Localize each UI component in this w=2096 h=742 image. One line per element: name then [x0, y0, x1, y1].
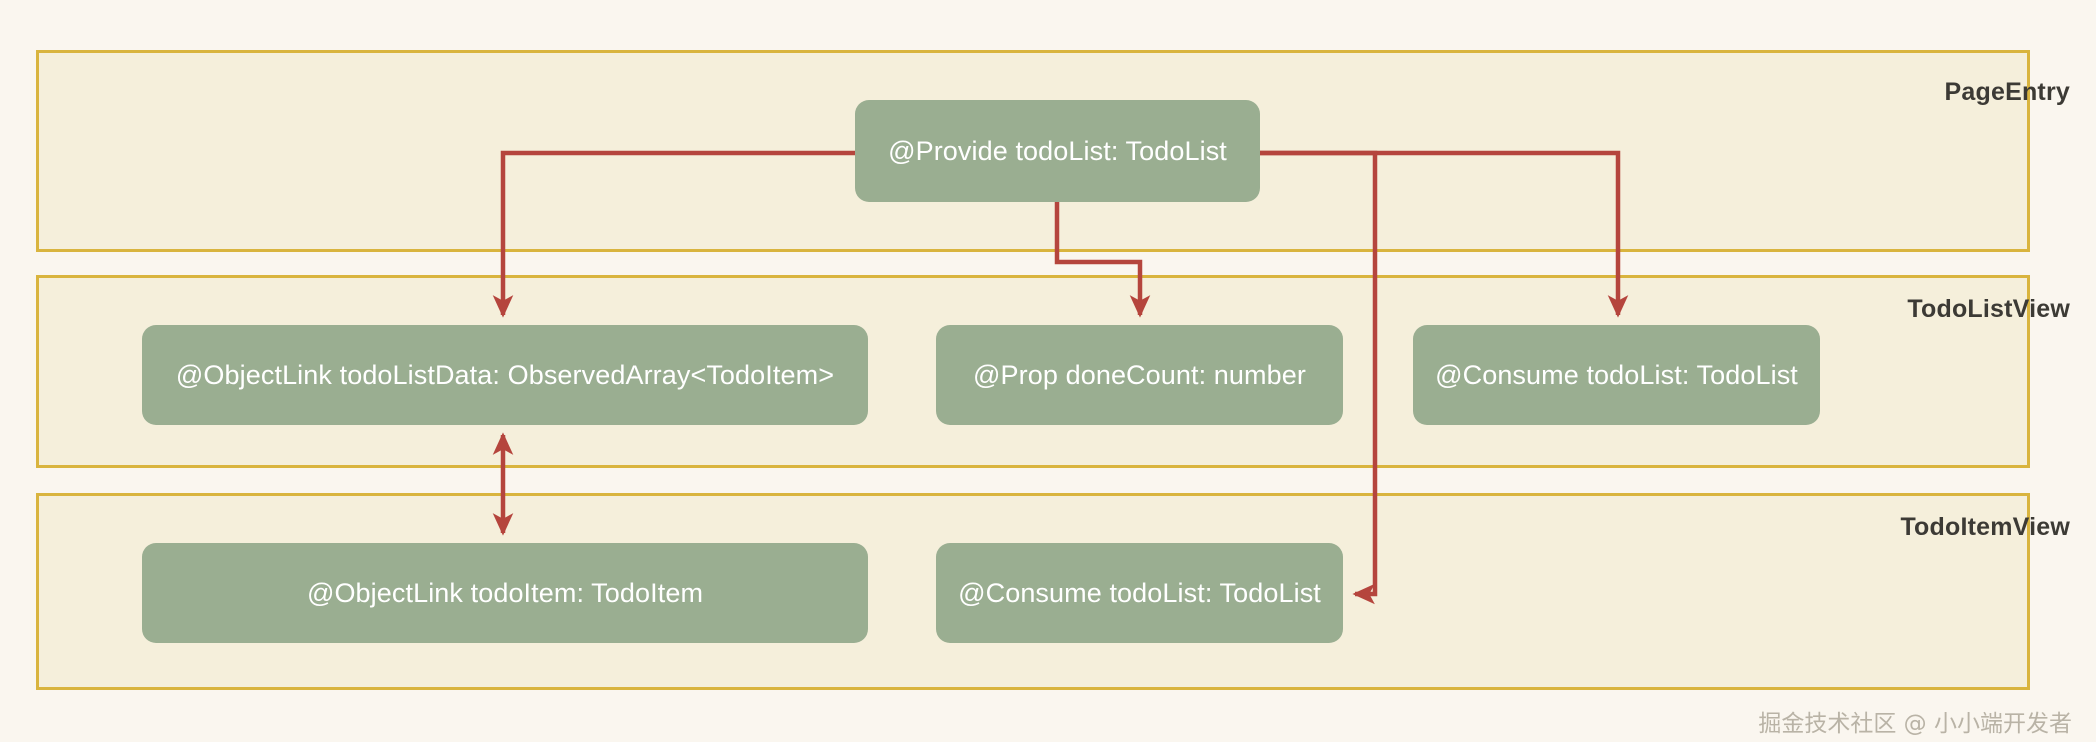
node-provide-todolist[interactable]: @Provide todoList: TodoList — [855, 100, 1260, 202]
container-label-page-entry: PageEntry — [1944, 78, 2070, 106]
watermark: 掘金技术社区 @ 小小端开发者 — [1758, 711, 2072, 737]
container-label-todo-item-view: TodoItemView — [1900, 513, 2070, 541]
node-consume-todolist-itemview[interactable]: @Consume todoList: TodoList — [936, 543, 1343, 643]
node-objectlink-todoitem[interactable]: @ObjectLink todoItem: TodoItem — [142, 543, 868, 643]
node-prop-donecount[interactable]: @Prop doneCount: number — [936, 325, 1343, 425]
node-objectlink-todolistdata[interactable]: @ObjectLink todoListData: ObservedArray<… — [142, 325, 868, 425]
node-consume-todolist-listview[interactable]: @Consume todoList: TodoList — [1413, 325, 1820, 425]
container-label-todo-list-view: TodoListView — [1907, 295, 2070, 323]
